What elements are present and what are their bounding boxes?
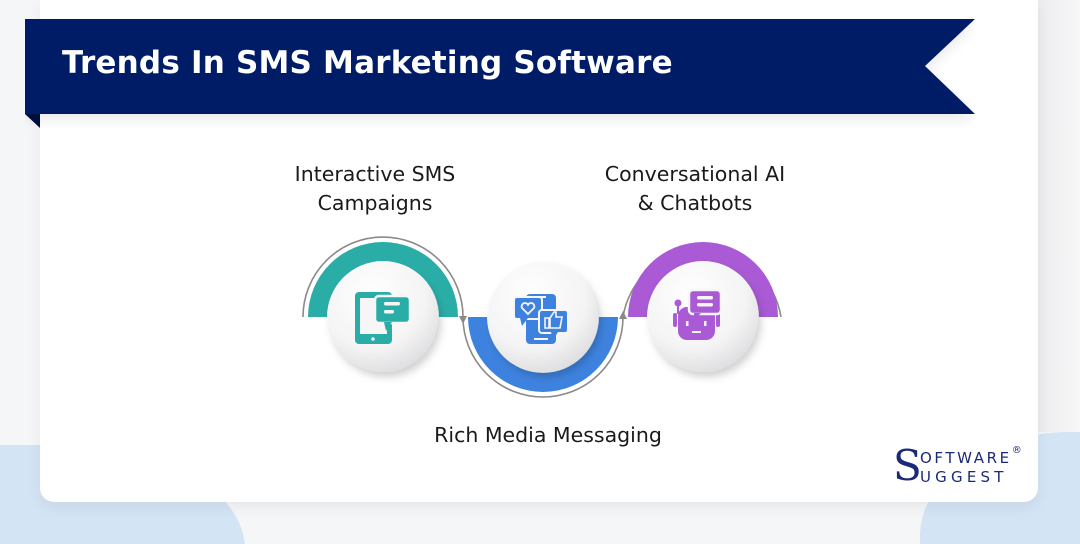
trend-label-interactive-sms: Interactive SMS Campaigns (255, 160, 495, 218)
softwaresuggest-logo: S oftware® uggest (893, 441, 1033, 490)
logo-initial: S (893, 441, 922, 490)
label-line: Campaigns (317, 191, 433, 215)
trend-label-conversational-ai: Conversational AI & Chatbots (575, 160, 815, 218)
logo-text-software: oftware (920, 449, 1012, 467)
ribbon-shape (25, 19, 975, 128)
label-line: Interactive SMS (294, 162, 456, 186)
logo-text-suggest: uggest (920, 468, 1008, 486)
title-banner: Trends In SMS Marketing Software (25, 19, 975, 128)
logo-line-2: uggest (920, 468, 1008, 486)
logo-line-1: oftware® (920, 445, 1022, 467)
trend-label-rich-media: Rich Media Messaging (380, 421, 716, 450)
label-line: & Chatbots (637, 191, 753, 215)
background-strip-right (1038, 0, 1080, 432)
registered-mark: ® (1011, 445, 1022, 456)
label-line: Rich Media Messaging (434, 423, 662, 447)
page-title: Trends In SMS Marketing Software (62, 45, 673, 81)
label-line: Conversational AI (604, 162, 786, 186)
